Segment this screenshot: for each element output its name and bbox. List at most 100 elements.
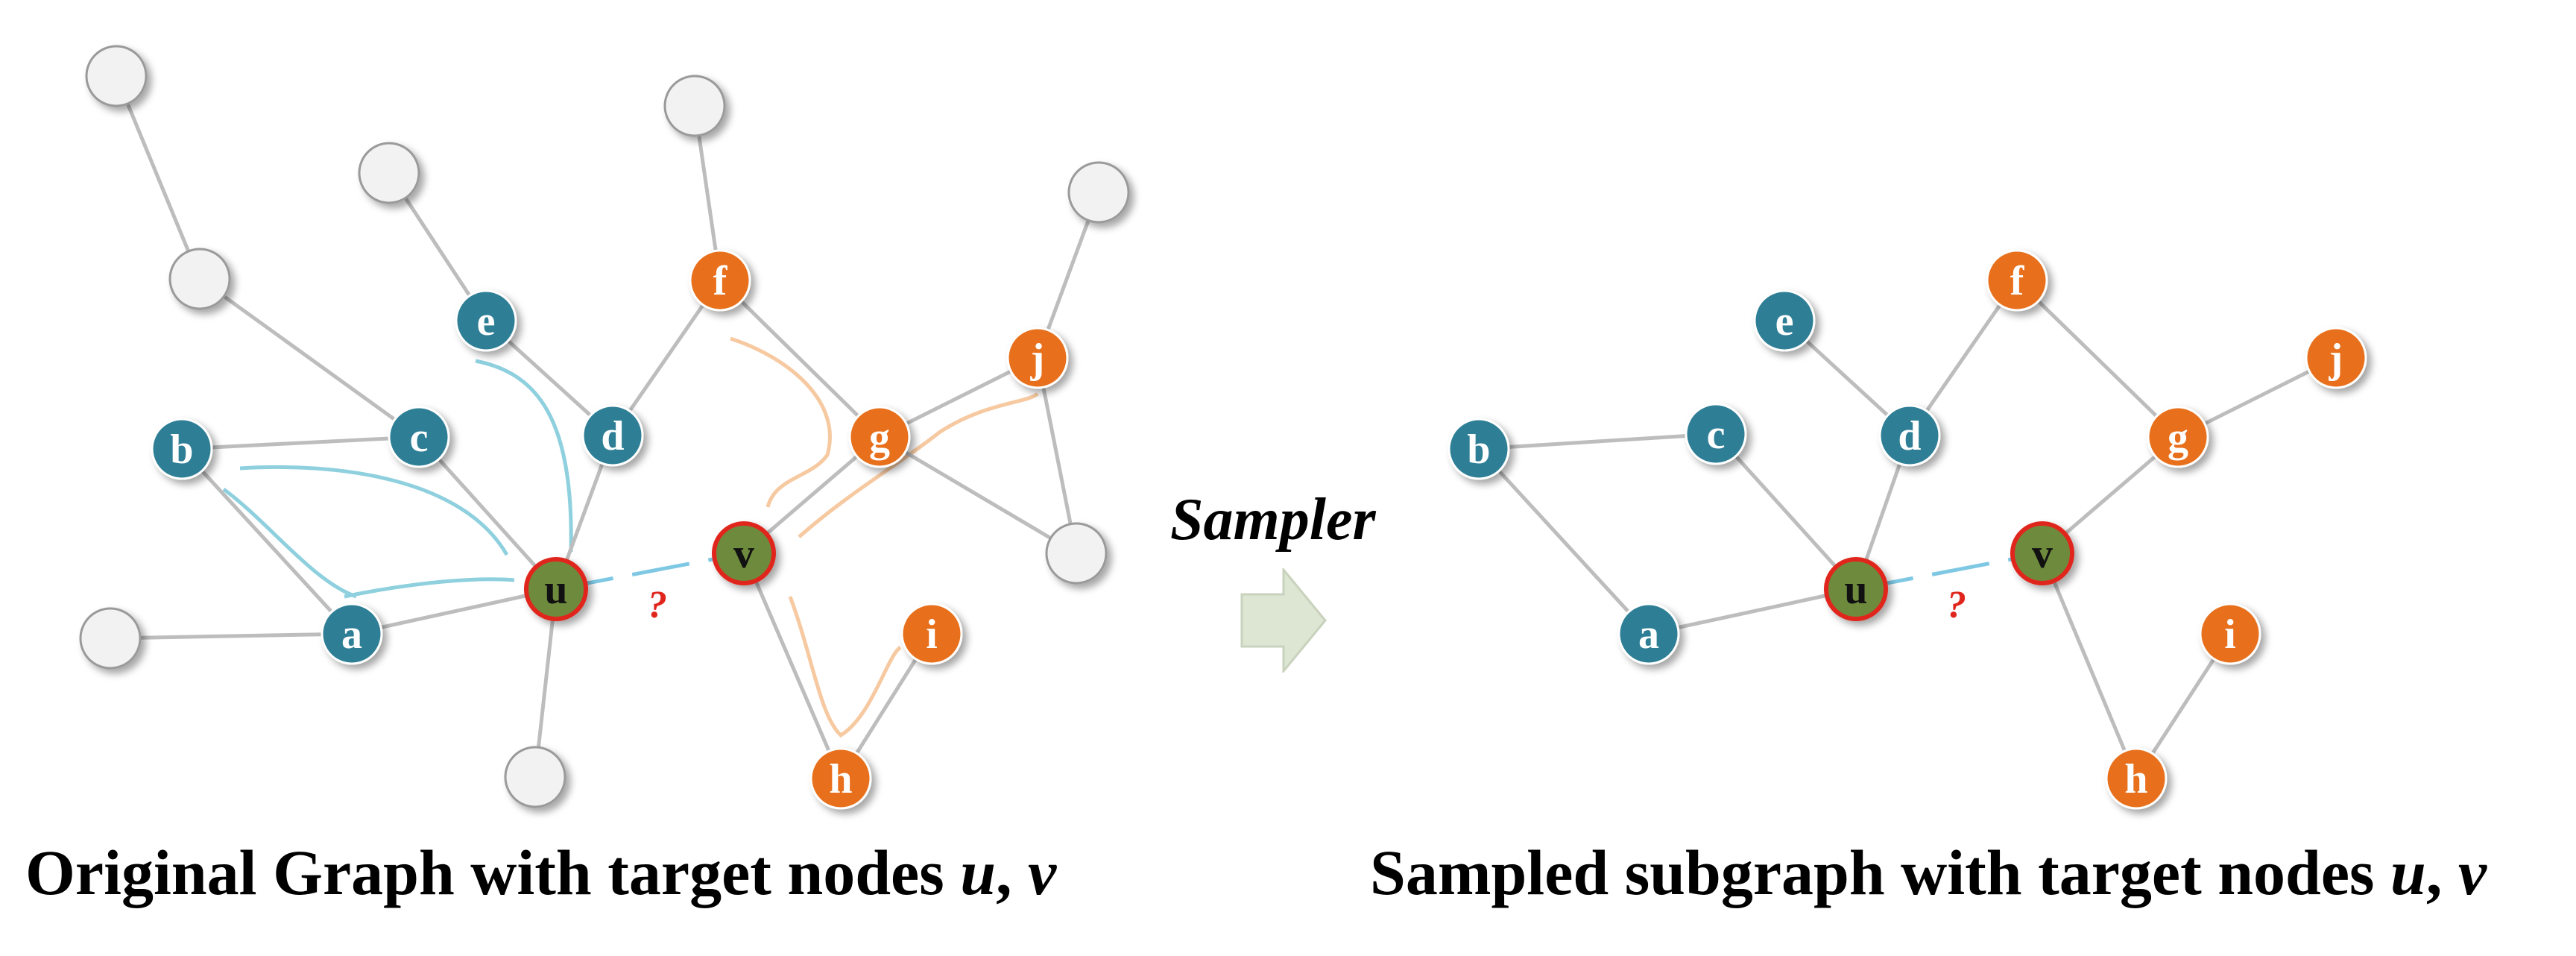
sampled-edge-c-u <box>1714 433 1857 591</box>
original-node-label-a: a <box>341 611 362 658</box>
original-edge-v-h <box>742 553 843 779</box>
sampled-subgraph-caption: Sampled subgraph with target nodes u, v <box>1370 835 2487 910</box>
original-node-w1 <box>85 45 148 107</box>
sampled-node-u: u <box>1824 557 1888 621</box>
original-node-label-f: f <box>713 258 728 304</box>
sampled-edge-v-h <box>2040 553 2138 779</box>
original-node-label-d: d <box>601 413 624 459</box>
blue-highlight-curve-4 <box>222 487 357 599</box>
original-edge-j-w6 <box>1035 357 1079 554</box>
caption-node-v: v <box>2457 837 2487 908</box>
sampled-node-j: j <box>2305 327 2367 389</box>
original-node-label-v: v <box>733 531 754 577</box>
original-missing-link-question-mark: ? <box>648 584 667 626</box>
sampled-subgraph-edges: ? <box>1477 279 2337 780</box>
original-edge-c-u <box>417 435 558 591</box>
original-node-b: b <box>151 418 213 480</box>
sampler-label: Sampler <box>1170 487 1376 553</box>
right-arrow-icon <box>1239 566 1328 675</box>
original-node-c: c <box>388 406 450 468</box>
original-node-label-h: h <box>829 756 852 802</box>
sampled-node-label-h: h <box>2124 756 2147 802</box>
original-node-i: i <box>900 603 963 665</box>
original-graph: ? u v a b c d e f g h i j <box>79 45 1130 810</box>
original-edge-w1-w2 <box>114 75 202 280</box>
original-node-label-i: i <box>926 611 938 658</box>
original-graph-highlight-curves <box>222 336 1039 738</box>
sampled-missing-link-question-mark: ? <box>1947 584 1966 626</box>
sampled-node-label-a: a <box>1638 611 1659 658</box>
original-node-w7 <box>504 746 566 808</box>
original-node-j: j <box>1006 327 1069 389</box>
sampled-edge-b-a <box>1477 447 1650 635</box>
orange-highlight-curve-3 <box>788 596 902 738</box>
sampled-node-c: c <box>1685 403 1747 465</box>
sampled-node-label-i: i <box>2224 611 2236 658</box>
original-edge-b-a <box>180 447 353 635</box>
original-node-w4 <box>663 75 726 137</box>
original-node-f: f <box>689 249 751 312</box>
original-edge-b-c <box>181 435 420 451</box>
sampled-node-g: g <box>2147 406 2209 468</box>
sampled-edge-b-c <box>1478 432 1717 451</box>
original-node-h: h <box>809 747 872 810</box>
original-node-e: e <box>455 289 517 352</box>
sampled-node-label-d: d <box>1898 413 1921 459</box>
original-node-label-j: j <box>1030 336 1045 382</box>
original-node-w3 <box>358 142 420 204</box>
original-node-g: g <box>848 406 911 468</box>
original-edge-d-f <box>610 279 722 437</box>
orange-highlight-curve-1 <box>730 336 832 508</box>
original-node-w8 <box>79 607 142 670</box>
sampled-subgraph-nodes: u v a b c d e f g h i j <box>1448 249 2367 810</box>
original-node-label-e: e <box>477 298 496 345</box>
caption-separator: , <box>996 837 1029 908</box>
original-node-w5 <box>1067 161 1130 224</box>
sampled-edge-a-u <box>1648 587 1857 636</box>
caption-node-v: v <box>1028 837 1057 908</box>
sampled-node-d: d <box>1878 404 1941 467</box>
sampled-edge-f-g <box>2015 279 2179 438</box>
blue-highlight-curve-3 <box>475 359 573 553</box>
sampled-subgraph: ? u v a b c d e f g h i j <box>1448 249 2367 810</box>
sampled-node-label-j: j <box>2329 336 2343 382</box>
sampled-node-label-c: c <box>1707 412 1726 458</box>
original-node-w2 <box>168 248 231 310</box>
original-node-a: a <box>321 603 383 665</box>
blue-highlight-curve-2 <box>344 577 515 599</box>
sampled-node-label-e: e <box>1775 298 1794 345</box>
sampled-node-h: h <box>2105 747 2168 810</box>
sampled-node-f: f <box>1986 249 2048 312</box>
original-edge-w8-a <box>110 632 353 641</box>
caption-text: Original Graph with target nodes <box>25 837 961 908</box>
orange-highlight-curve-2 <box>798 392 1039 538</box>
original-node-v: v <box>712 521 776 585</box>
sampled-node-a: a <box>1617 603 1680 665</box>
blue-highlight-curve-1 <box>239 465 509 556</box>
sampled-node-b: b <box>1448 418 1510 480</box>
original-node-label-u: u <box>544 567 567 613</box>
original-edge-w2-c <box>198 277 420 439</box>
original-node-d: d <box>581 404 644 467</box>
caption-node-u: u <box>2390 837 2426 908</box>
original-edge-f-g <box>719 279 881 438</box>
caption-node-u: u <box>960 837 997 908</box>
sampled-node-i: i <box>2199 603 2261 665</box>
original-edge-a-u <box>351 587 557 636</box>
original-node-label-b: b <box>170 427 193 473</box>
original-node-label-c: c <box>410 415 429 461</box>
original-edge-g-w6 <box>878 435 1078 556</box>
sampled-node-v: v <box>2010 521 2074 585</box>
original-graph-caption: Original Graph with target nodes u, v <box>25 835 1056 910</box>
original-graph-nodes: u v a b c d e f g h i j <box>79 45 1130 810</box>
original-node-w6 <box>1045 522 1108 585</box>
caption-text: Sampled subgraph with target nodes <box>1370 837 2391 908</box>
sampled-edge-d-f <box>1907 279 2019 437</box>
sampled-node-label-g: g <box>2168 415 2188 461</box>
original-node-label-g: g <box>869 415 890 461</box>
sampled-node-label-v: v <box>2032 531 2053 577</box>
caption-separator: , <box>2425 837 2458 908</box>
sampled-node-e: e <box>1753 289 1816 352</box>
sampled-node-label-u: u <box>1844 567 1867 613</box>
